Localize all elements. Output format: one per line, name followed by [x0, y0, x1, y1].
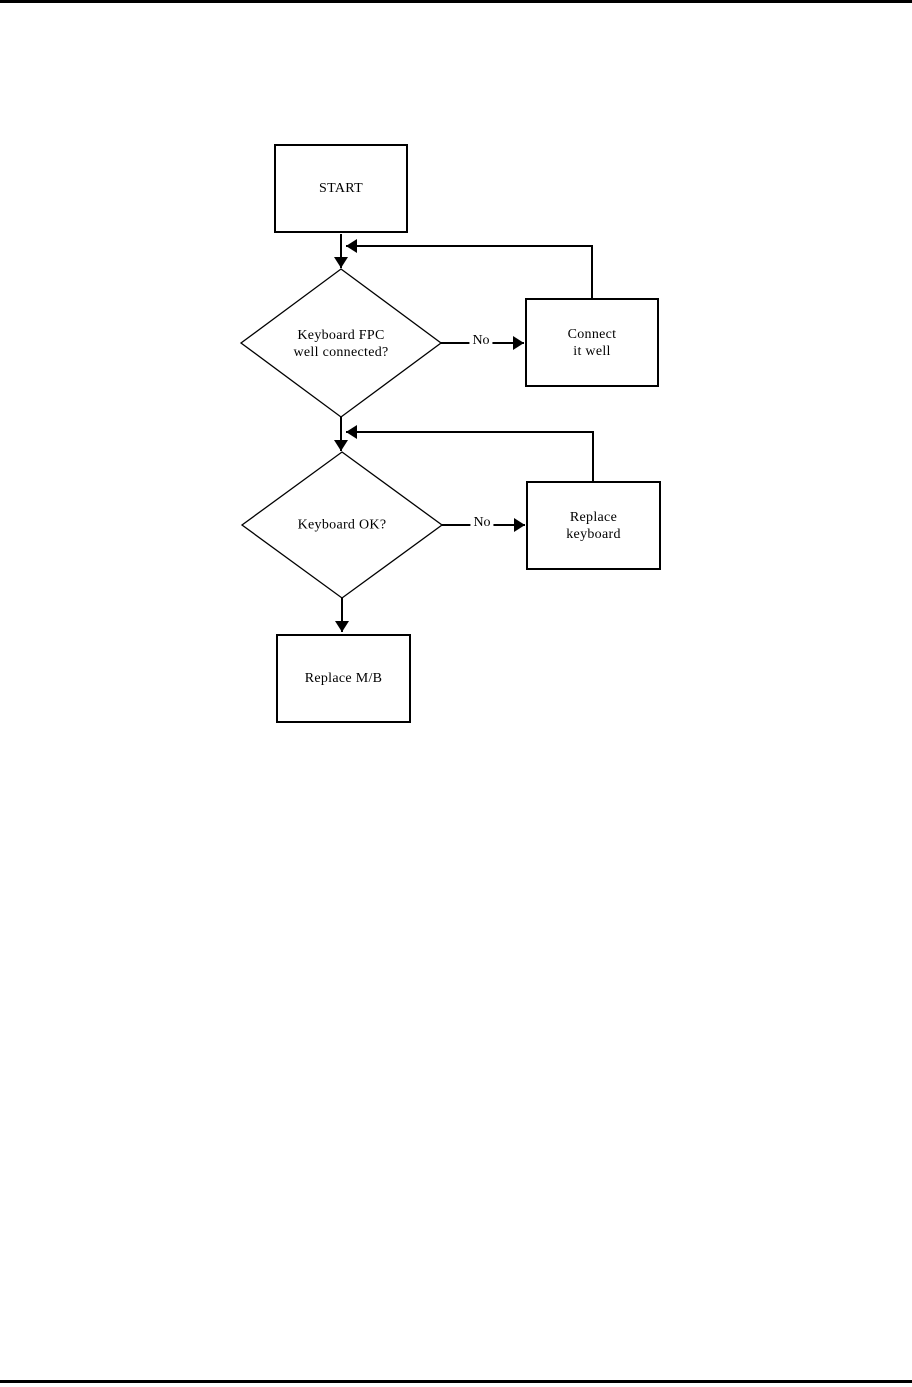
node-start-label: START [319, 181, 363, 196]
node-replace-keyboard: Replace keyboard [526, 481, 661, 570]
connect-it-well-label-line1: Connect [567, 326, 617, 342]
decision-fpc-label-line2: well connected? [293, 345, 389, 360]
replace-keyboard-label-line2: keyboard [566, 526, 621, 542]
node-connect-it-well: Connect it well [525, 298, 659, 387]
node-decision-fpc-label: Keyboard FPC well connected? [293, 327, 388, 361]
node-decision-keyboard-label: Keyboard OK? [298, 517, 387, 534]
decision-fpc-label-line1: Keyboard FPC [297, 328, 385, 343]
node-replace-mb: Replace M/B [276, 634, 411, 723]
decision-keyboard-label: Keyboard OK? [297, 517, 387, 533]
edge-label-no-keyboard: No [470, 515, 494, 531]
replace-mb-label: Replace M/B [304, 671, 383, 686]
arrow-feedback-connect-to-junction [346, 239, 593, 298]
bottom-rule [0, 1380, 912, 1383]
edge-label-no-fpc: No [469, 333, 493, 349]
arrow-feedback-replace-keyboard-to-junction [346, 425, 594, 481]
node-start: START [274, 144, 408, 233]
top-rule [0, 0, 912, 3]
replace-keyboard-label-line1: Replace [569, 509, 618, 525]
connect-it-well-label-line2: it well [573, 343, 611, 359]
